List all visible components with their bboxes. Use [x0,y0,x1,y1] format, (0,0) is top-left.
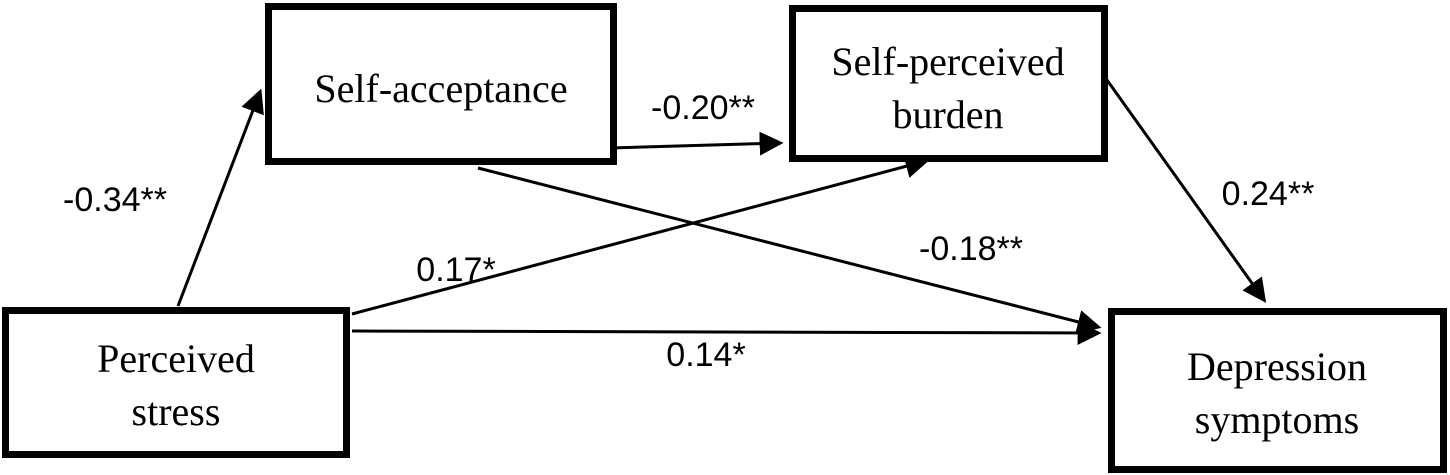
edge-stress-to-depression-arrow [351,320,1102,345]
self-perceived-burden-label-line2: burden [892,92,1003,137]
edge-stress-to-burden-arrow [351,154,930,316]
self-perceived-burden-label-line1: Self-perceived [831,39,1064,84]
node-self-perceived-burden-box [789,5,1108,162]
coefficient-stress-to-acceptance: -0.34** [63,181,167,219]
coefficient-burden-to-depression: 0.24** [1222,175,1315,213]
node-perceived-stress-box [2,307,350,458]
edge-acceptance-to-depression-arrow [477,166,1102,334]
coefficient-acceptance-to-depression: -0.18** [919,230,1023,268]
node-depression-symptoms-box [1108,308,1447,473]
perceived-stress-label-line2: stress [132,389,221,434]
coefficient-stress-to-depression: 0.14* [666,336,745,374]
coefficient-stress-to-burden: 0.17* [416,251,495,289]
node-self-acceptance-box [265,3,617,165]
depression-symptoms-label-line1: Depression [1187,344,1367,389]
edge-acceptance-to-burden-arrow [609,131,784,156]
self-acceptance-label: Self-acceptance [314,66,567,111]
edge-stress-to-acceptance-arrow [176,88,264,307]
coefficient-acceptance-to-burden: -0.20** [651,89,755,127]
edge-burden-to-depression-arrow [1100,72,1267,303]
depression-symptoms-label-line2: symptoms [1195,397,1359,442]
perceived-stress-label-line1: Perceived [97,336,255,381]
